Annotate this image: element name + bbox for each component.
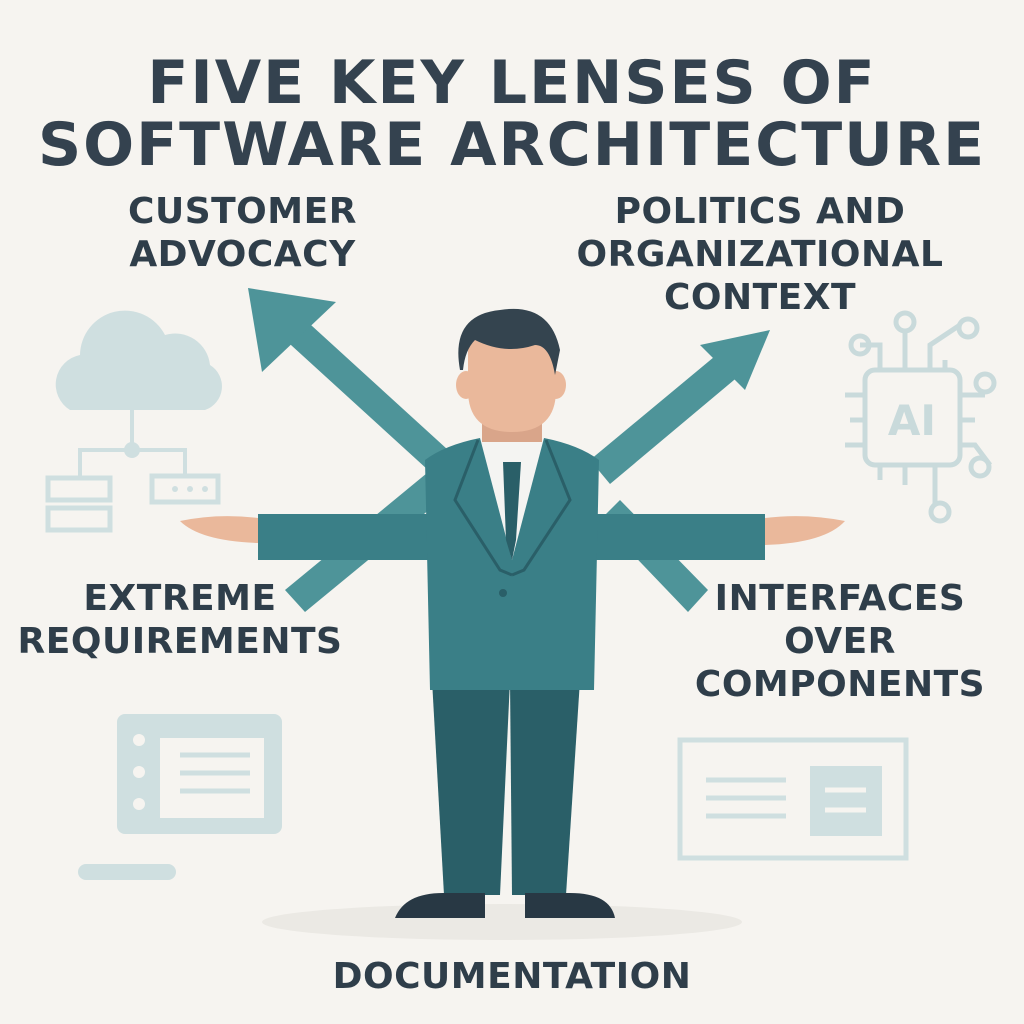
arrow-politics <box>590 330 770 612</box>
label-line: INTERFACES <box>714 578 966 619</box>
chip-label: AI <box>888 396 936 445</box>
cloud-network-icon <box>45 310 222 533</box>
document-icon <box>78 714 282 880</box>
label-line: CONTEXT <box>663 277 857 318</box>
label-line: EXTREME <box>83 578 277 619</box>
label-documentation: DOCUMENTATION <box>262 955 762 998</box>
title-line-2: SOFTWARE ARCHITECTURE <box>37 110 987 180</box>
label-line: ADVOCACY <box>129 234 356 275</box>
label-extreme-requirements: EXTREME REQUIREMENTS <box>10 577 350 663</box>
title-line-1: FIVE KEY LENSES OF <box>147 48 877 118</box>
label-line: COMPONENTS <box>694 664 986 705</box>
ai-chip-icon <box>845 310 997 524</box>
floor-shadow <box>262 904 742 940</box>
person-figure <box>180 308 845 918</box>
label-line: CUSTOMER <box>128 191 357 232</box>
label-line: ORGANIZATIONAL <box>576 234 944 275</box>
label-interfaces: INTERFACES OVER COMPONENTS <box>690 577 990 706</box>
label-politics: POLITICS AND ORGANIZATIONAL CONTEXT <box>570 190 950 319</box>
label-line: OVER <box>784 621 896 662</box>
page-title: FIVE KEY LENSES OF SOFTWARE ARCHITECTURE <box>0 52 1024 176</box>
label-customer-advocacy: CUSTOMER ADVOCACY <box>100 190 385 276</box>
label-line: POLITICS AND <box>614 191 906 232</box>
label-line: DOCUMENTATION <box>332 956 692 997</box>
label-line: REQUIREMENTS <box>17 621 343 662</box>
presentation-icon <box>677 737 909 861</box>
